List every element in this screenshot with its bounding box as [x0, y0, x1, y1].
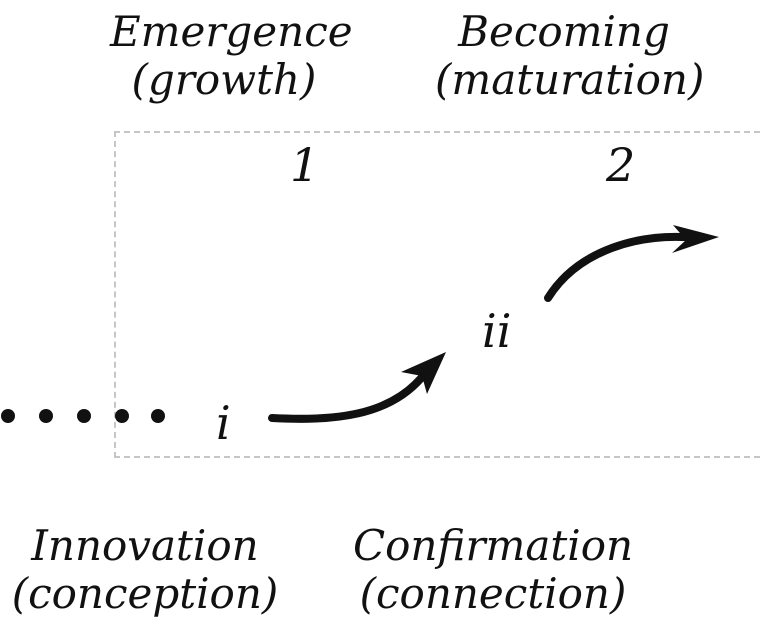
arrow-ii-to-2	[544, 225, 719, 302]
label-becoming: Becoming (maturation)	[435, 7, 705, 104]
label-emergence-subtitle: (growth)	[131, 55, 317, 104]
dot	[1, 409, 15, 423]
stage-2: 2	[606, 138, 636, 192]
label-innovation-title: Innovation	[31, 521, 259, 570]
label-emergence-title: Emergence	[110, 7, 353, 56]
dotted-line	[1, 409, 165, 423]
arrow-ii-to-2-shaft	[544, 232, 702, 302]
dot	[39, 409, 53, 423]
arrow-i-to-ii-head	[401, 352, 446, 394]
label-innovation: Innovation (conception)	[10, 522, 280, 618]
point-ii: ii	[482, 304, 512, 358]
label-confirmation-subtitle: (connection)	[359, 569, 627, 618]
dot	[115, 409, 129, 423]
dot	[151, 409, 165, 423]
label-becoming-title: Becoming	[458, 7, 670, 56]
label-innovation-subtitle: (conception)	[11, 569, 279, 618]
arrow-i-to-ii-shaft	[268, 368, 430, 423]
dot	[77, 409, 91, 423]
label-confirmation: Confirmation (connection)	[352, 522, 634, 618]
arrow-ii-to-2-head	[672, 225, 719, 253]
arrow-i-to-ii	[268, 352, 446, 423]
label-confirmation-title: Confirmation	[352, 521, 634, 570]
label-emergence: Emergence (growth)	[110, 7, 353, 104]
phase-box	[114, 131, 760, 458]
point-i: i	[216, 396, 231, 450]
label-becoming-subtitle: (maturation)	[435, 55, 705, 104]
stage-1: 1	[290, 138, 320, 192]
